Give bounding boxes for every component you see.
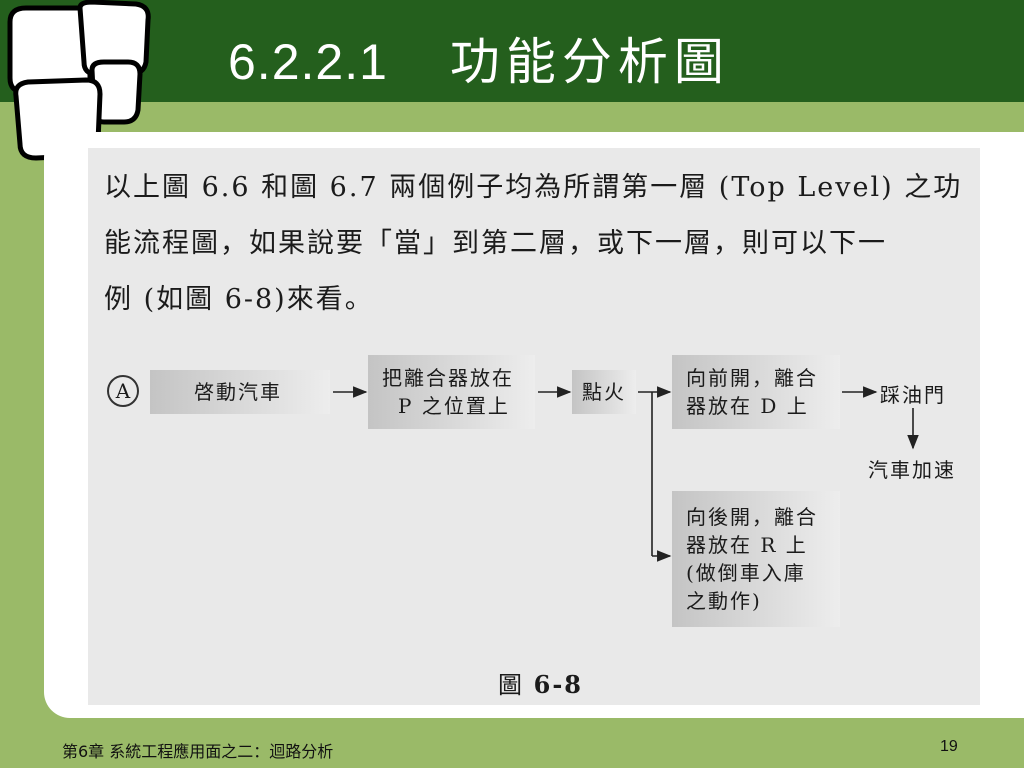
title-number: 6.2.2.1 [228, 34, 388, 90]
node-label: 之動作) [686, 589, 762, 613]
slide-title: 6.2.2.1 功能分析圖 [228, 22, 730, 94]
node-label: 器放在 D 上 [686, 394, 809, 418]
title-bar [0, 0, 1024, 102]
node-label: 向前開，離合 [686, 366, 818, 390]
node-ignite: 點火 [572, 370, 636, 414]
node-start-car: 啓動汽車 [150, 370, 330, 414]
start-marker: A [107, 375, 139, 407]
title-text: 功能分析圖 [449, 33, 730, 91]
paragraph-line: 能流程圖，如果說要「當」到第二層，或下一層，則可以下一 [104, 228, 887, 259]
page-number: 19 [940, 738, 958, 755]
node-gas: 踩油門 [880, 383, 946, 407]
node-reverse: 向後開，離合 器放在 R 上 (做倒車入庫 之動作) [672, 491, 840, 627]
node-accelerate: 汽車加速 [868, 458, 956, 482]
node-label: P 之位置上 [398, 394, 510, 418]
node-label: 向後開，離合 [686, 505, 818, 529]
node-forward: 向前開，離合 器放在 D 上 [672, 355, 840, 429]
node-label: 啓動汽車 [194, 380, 282, 404]
node-clutch-p: 把離合器放在 P 之位置上 [368, 355, 535, 429]
node-label: 把離合器放在 [382, 366, 514, 390]
caption-prefix: 圖 [498, 671, 524, 699]
slide-footer: 第6章 系統工程應用面之二：迴路分析 [62, 742, 334, 761]
paragraph-line: 例 (如圖 6-8)來看。 [104, 284, 374, 315]
node-label: (做倒車入庫 [686, 561, 806, 585]
figure-caption: 圖 6-8 [498, 665, 583, 700]
caption-number: 6-8 [533, 670, 583, 699]
intro-paragraph: 以上圖 6.6 和圖 6.7 兩個例子均為所謂第一層 (Top Level) 之… [104, 160, 974, 328]
node-label: 器放在 R 上 [686, 533, 808, 557]
paragraph-line: 以上圖 6.6 和圖 6.7 兩個例子均為所謂第一層 (Top Level) 之… [104, 172, 963, 203]
node-label: 點火 [582, 380, 626, 404]
